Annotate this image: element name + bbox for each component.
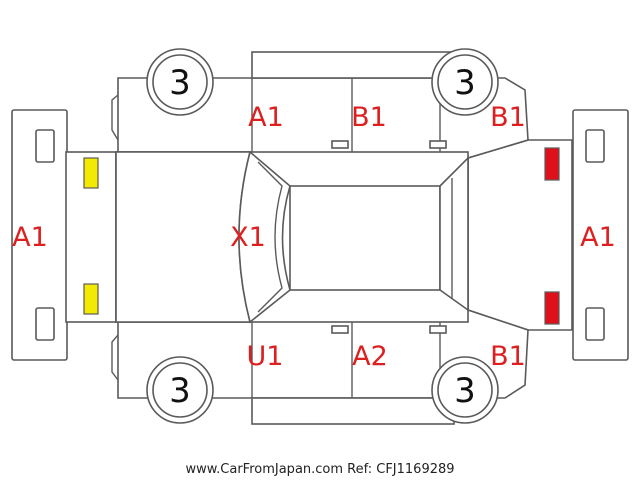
tire-rear-left: 3 <box>431 48 499 116</box>
front-face <box>65 151 117 323</box>
car-top-view <box>115 150 469 324</box>
top-roof-rail <box>251 51 455 79</box>
tire-rear-right: 3 <box>431 356 499 424</box>
bottom-roof-rail <box>251 397 455 425</box>
top-rear-door-handle <box>429 140 447 149</box>
damage-hood: X1 <box>230 222 266 253</box>
tire-rear-left-number: 3 <box>454 63 476 103</box>
damage-rear-door-right: A2 <box>352 341 388 372</box>
rear-lamp-top <box>544 147 560 181</box>
damage-rear-door-left: B1 <box>351 102 387 133</box>
tire-front-left: 3 <box>146 48 214 116</box>
footer-watermark: www.CarFromJapan.com Ref: CFJ1169289 <box>185 462 454 477</box>
rear-lamp-bottom <box>544 291 560 325</box>
damage-front-bumper: A1 <box>12 222 48 253</box>
tire-front-right-number: 3 <box>169 371 191 411</box>
windshield <box>238 150 291 324</box>
rear-glass <box>439 156 469 312</box>
front-lamp-top <box>83 157 99 189</box>
bottom-front-door-handle <box>331 325 349 334</box>
roof <box>289 185 441 291</box>
damage-rear-quarter-right: B1 <box>490 341 526 372</box>
rear-bumper-bracket-top <box>585 129 605 163</box>
damage-rear-bumper: A1 <box>580 222 616 253</box>
tire-rear-right-number: 3 <box>454 371 476 411</box>
damage-front-door-right: U1 <box>247 341 284 372</box>
bottom-rear-door-handle <box>429 325 447 334</box>
rear-bumper <box>572 109 629 361</box>
top-front-door-handle <box>331 140 349 149</box>
front-lamp-bottom <box>83 283 99 315</box>
rear-face <box>467 139 573 331</box>
front-bumper-bracket-top <box>35 129 55 163</box>
tire-front-right: 3 <box>146 356 214 424</box>
damage-front-door-left: A1 <box>248 102 284 133</box>
tire-front-left-number: 3 <box>169 63 191 103</box>
front-bumper-bracket-bottom <box>35 307 55 341</box>
damage-rear-quarter-left: B1 <box>490 102 526 133</box>
rear-bumper-bracket-bottom <box>585 307 605 341</box>
